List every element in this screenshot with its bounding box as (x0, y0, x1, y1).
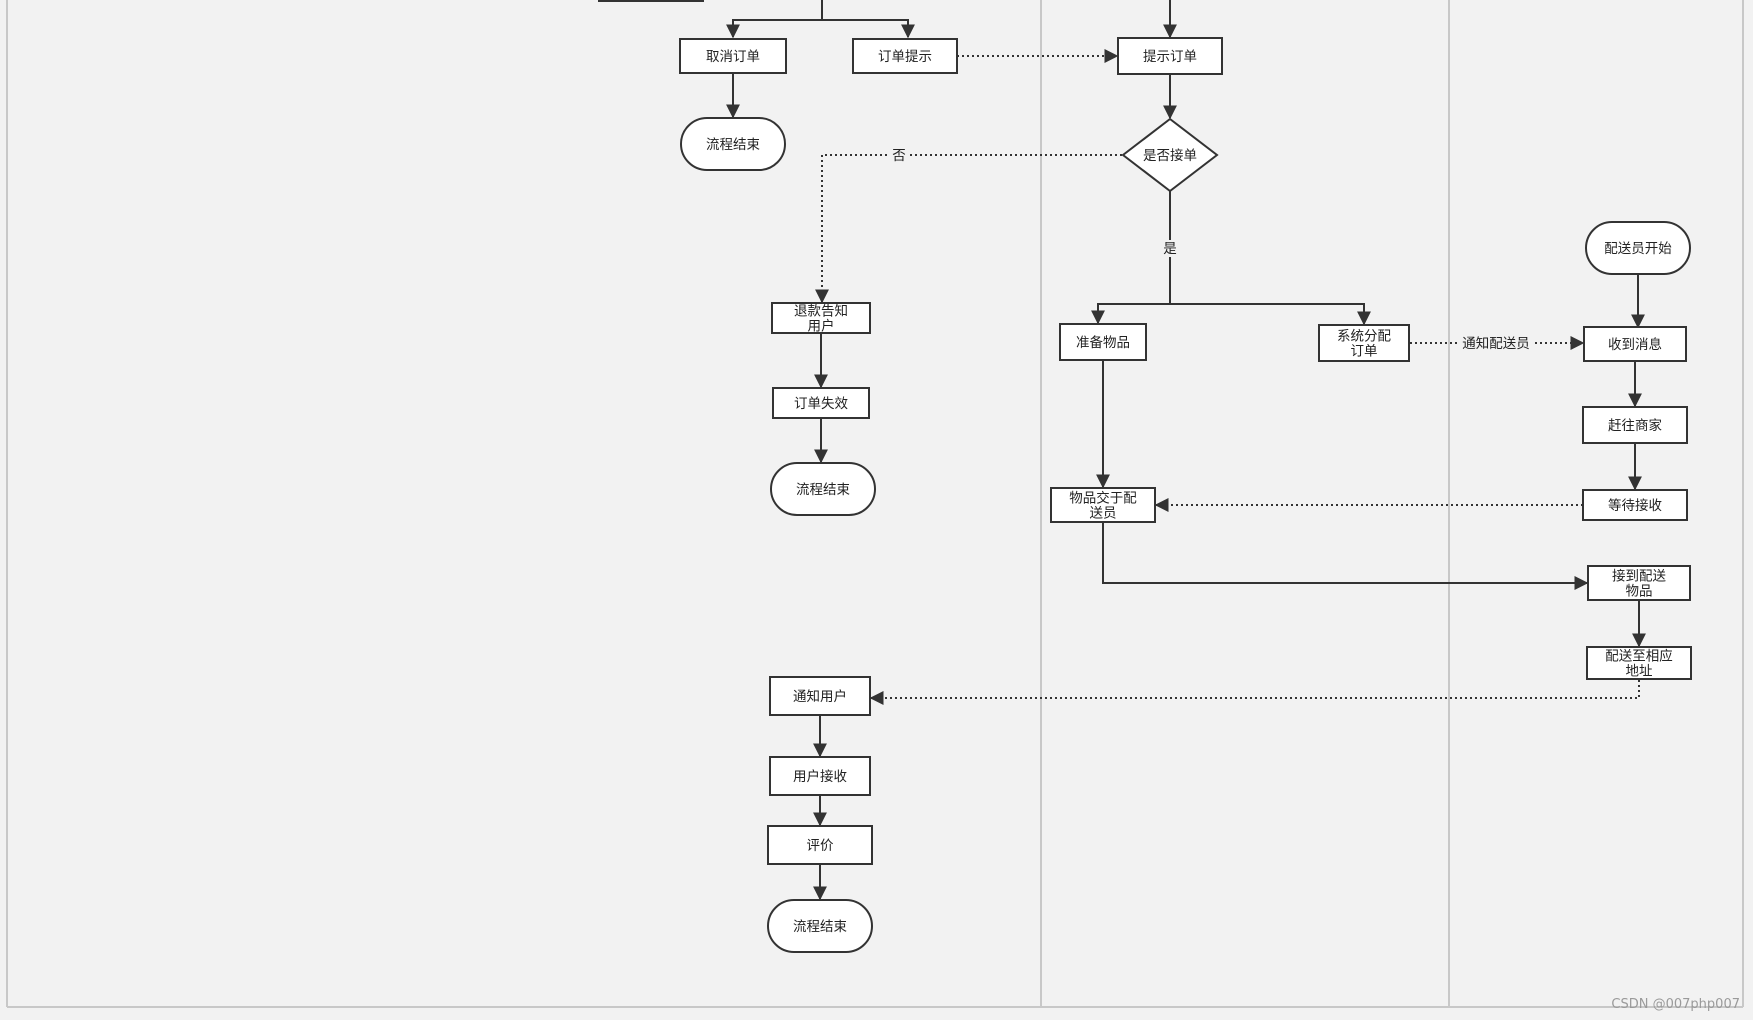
node-label: 订单失效 (794, 396, 848, 412)
node-label: 配送至相应 (1605, 648, 1673, 665)
node-diamond (1121, 117, 1219, 193)
node-accept-decision: 是否接单 (1121, 117, 1219, 193)
node-box (771, 302, 871, 334)
node-label: 物品 (1626, 584, 1653, 600)
node-box (1318, 324, 1410, 362)
node-label: 订单提示 (878, 49, 932, 65)
node-label: 流程结束 (706, 137, 760, 153)
node-label: 通知用户 (793, 688, 847, 705)
swimlane-borders (6, 0, 1744, 1008)
node-label: 接到配送 (1612, 568, 1666, 585)
node-label: 用户 (808, 318, 835, 335)
node-label: 送员 (1090, 506, 1117, 522)
node-terminator (767, 899, 873, 953)
node-review: 评价 (767, 825, 873, 865)
node-label: 用户接收 (793, 768, 847, 785)
node-box (1117, 37, 1223, 75)
node-label: 取消订单 (706, 49, 760, 65)
edge-label-bg (1458, 335, 1534, 352)
node-prompt-order: 提示订单 (1117, 37, 1223, 75)
edge-deliver-to-notify-user (869, 680, 1640, 705)
node-go-merchant: 赶往商家 (1582, 406, 1688, 444)
node-box (767, 825, 873, 865)
node-user-receive: 用户接收 (769, 756, 871, 796)
node-label: 是否接单 (1143, 147, 1197, 164)
node-label: 准备物品 (1076, 334, 1130, 351)
node-label: 订单 (1351, 344, 1378, 360)
node-box (1050, 487, 1156, 523)
node-box (772, 387, 870, 419)
node-box (1582, 406, 1688, 444)
node-end3: 流程结束 (767, 899, 873, 953)
node-label: 赶往商家 (1608, 417, 1662, 434)
node-notify-user: 通知用户 (769, 676, 871, 716)
node-end1: 流程结束 (680, 117, 786, 171)
node-order-notice: 订单提示 (852, 38, 958, 74)
edge-acceptdecision-to-refund-notify (815, 154, 1122, 304)
node-terminator (680, 117, 786, 171)
node-box (1059, 323, 1147, 361)
edge-label-bg (889, 147, 909, 164)
node-receive-msg: 收到消息 (1583, 326, 1687, 362)
node-cancel-order: 取消订单 (679, 38, 787, 74)
node-label: 等待接收 (1608, 497, 1662, 514)
node-label: 收到消息 (1608, 336, 1662, 353)
edge-label-notify-courier: 通知配送员 (1458, 335, 1534, 352)
edges-layer (726, 0, 1646, 901)
node-courier-start: 配送员开始 (1585, 221, 1691, 275)
node-wait-receive: 等待接收 (1582, 489, 1688, 521)
node-label: 流程结束 (796, 482, 850, 498)
nodes-layer: 取消订单订单提示流程结束提示订单是否接单退款告知用户订单失效流程结束准备物品系统… (679, 37, 1692, 953)
edge-top-to-order-notice (822, 19, 915, 39)
node-box (769, 676, 871, 716)
node-terminator (770, 462, 876, 516)
node-box (769, 756, 871, 796)
node-end2: 流程结束 (770, 462, 876, 516)
edge-acceptdecision-to-assign-order (1098, 303, 1371, 326)
node-label: 系统分配 (1337, 329, 1391, 345)
edge-label-yes: 是 (1160, 240, 1180, 257)
node-label: 提示订单 (1143, 49, 1197, 65)
node-box (1582, 489, 1688, 521)
node-box (1583, 326, 1687, 362)
node-label: 评价 (807, 838, 835, 854)
edge-label-text: 通知配送员 (1462, 335, 1530, 352)
node-terminator (1585, 221, 1691, 275)
watermark: CSDN @007php007 (1611, 997, 1740, 1012)
node-label: 退款告知 (794, 303, 848, 320)
edge-label-text: 是 (1163, 241, 1177, 257)
edge-handover-to-receive-goods (1102, 522, 1589, 590)
edge-top-to-cancel-order (726, 0, 823, 39)
node-box (679, 38, 787, 74)
edge-label-text: 否 (892, 148, 906, 164)
node-label: 流程结束 (793, 919, 847, 935)
node-box (1586, 646, 1692, 680)
node-box (1587, 565, 1691, 601)
node-label: 地址 (1626, 664, 1653, 680)
node-label: 配送员开始 (1604, 241, 1672, 257)
offscreen-node-edge (598, 0, 704, 2)
edge-label-bg (1160, 240, 1180, 257)
node-order-invalid: 订单失效 (772, 387, 870, 419)
node-box (852, 38, 958, 74)
node-label: 物品交于配 (1069, 490, 1137, 507)
edge-label-no: 否 (889, 147, 909, 164)
node-prepare-goods: 准备物品 (1059, 323, 1147, 361)
